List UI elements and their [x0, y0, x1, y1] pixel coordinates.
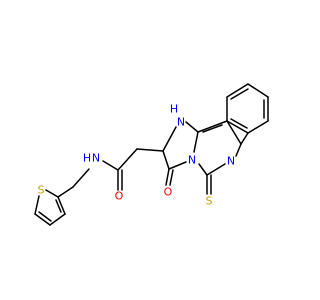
bond-thiophene-c2-c3	[49, 213, 66, 226]
bonds	[34, 83, 269, 226]
bond-thiophene-c1-c2-double	[38, 211, 52, 222]
atom-amide-h: H	[83, 152, 91, 165]
bond-c6a-c9b	[226, 120, 242, 145]
bond-c5-n6	[206, 163, 226, 176]
atom-bridge-n: N	[188, 154, 196, 167]
bond-ch2-n	[72, 168, 90, 188]
atom-amide-n: N	[92, 152, 100, 165]
bond-benzene-2-double	[230, 88, 249, 100]
bond-c9b-c9a	[197, 120, 228, 133]
bond-benzene-6-double	[230, 118, 248, 129]
bond-c2-c3	[162, 150, 170, 170]
bond-benzene-5	[247, 120, 269, 134]
atom-imidazole-h: H	[170, 103, 178, 116]
bond-n4-c5	[198, 163, 208, 176]
bond-benzene-3	[247, 83, 269, 98]
atom-labels: S N H O O H N N N S	[38, 103, 236, 208]
bond-c3-n4	[168, 161, 187, 170]
atom-imidazole-n: N	[177, 116, 185, 129]
atom-lactam-o: O	[164, 186, 173, 199]
bond-c3-o	[165, 168, 170, 186]
bond-thiophene-c3-c4-double	[55, 199, 62, 213]
bond-thiophene-s-c1	[34, 195, 40, 215]
bond-thiophene-c3-c4	[57, 196, 66, 215]
bond-c3-o-double	[169, 169, 174, 186]
bond-benzene-2	[226, 83, 249, 98]
atom-thiophene-s: S	[38, 184, 45, 197]
bond-carbonyl-c-ch2	[117, 148, 138, 171]
bond-thiophene-c4-s	[45, 189, 59, 198]
bond-c9a-c9b-double	[202, 124, 223, 133]
bond-thiophene-c1-c2	[34, 213, 51, 226]
bond-benzene-c6a	[240, 132, 249, 145]
chemical-structure: S N H O O H N N N S	[34, 83, 269, 226]
bond-benzene-6	[226, 120, 249, 134]
bond-n4-c9a	[193, 131, 199, 153]
bond-n6-c6a	[235, 143, 242, 157]
bond-n-carbonyl-c	[102, 160, 119, 171]
bond-ch2-c2	[136, 148, 164, 152]
bond-thiophene-ch2	[57, 186, 74, 198]
atom-thione-s: S	[206, 195, 213, 208]
atom-quinazoline-n: N	[227, 155, 235, 168]
atom-amide-o: O	[115, 190, 124, 203]
bond-c9a-n1	[185, 121, 199, 133]
bond-n1-c2	[162, 126, 177, 152]
